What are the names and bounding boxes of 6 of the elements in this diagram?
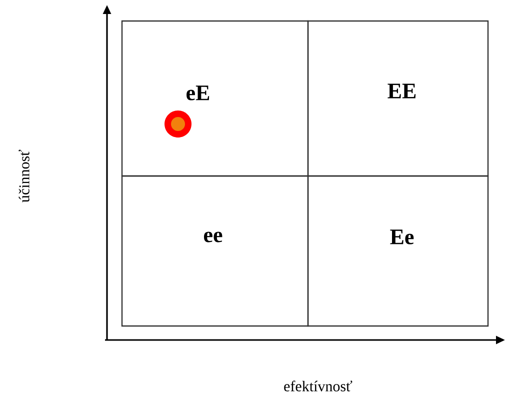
quadrant-cell: eE	[121, 20, 309, 177]
axis-label: efektívnosť	[284, 380, 352, 392]
axis-label: účinnosť	[18, 150, 30, 202]
quadrant-cell: Ee	[307, 175, 489, 327]
quadrant-cell: ee	[121, 175, 309, 327]
quadrant-cell: EE	[307, 20, 489, 177]
